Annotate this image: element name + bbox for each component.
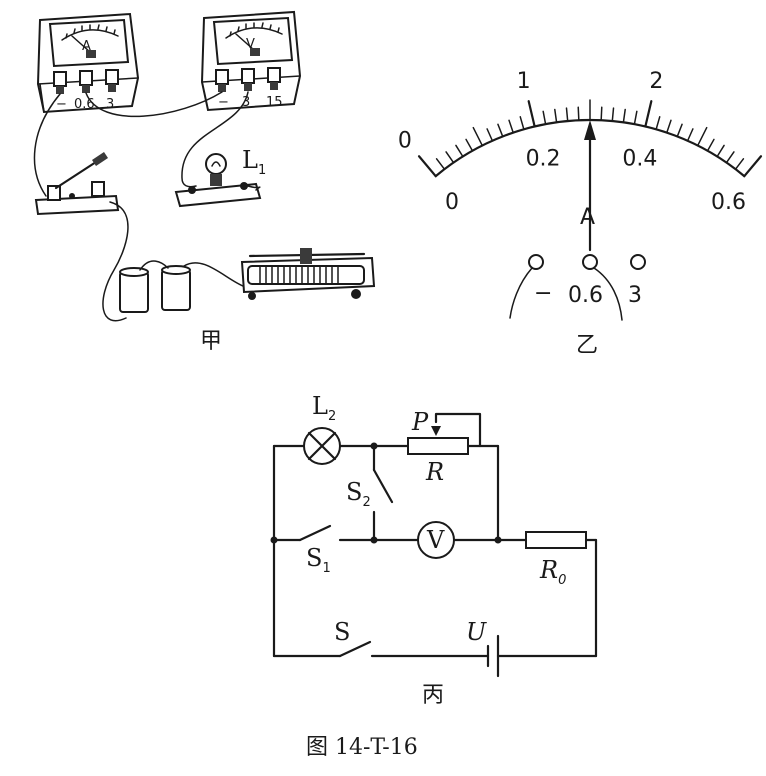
ammeter-terminal-3: 3 bbox=[106, 97, 114, 112]
dial-outer-label: 2 bbox=[649, 69, 663, 94]
dial-minor-tick bbox=[455, 144, 464, 158]
lamp-l2 bbox=[303, 427, 341, 465]
dial-minor-tick bbox=[565, 107, 569, 122]
l2-label: L2 bbox=[312, 392, 336, 424]
dial-major-tick bbox=[743, 155, 763, 178]
dial-minor-tick bbox=[465, 138, 474, 152]
dial-terminal-06 bbox=[582, 254, 598, 270]
dial-minor-tick bbox=[734, 158, 745, 170]
dial-minor-tick bbox=[577, 106, 580, 122]
dial-minor-tick bbox=[472, 126, 484, 147]
dial-minor-tick bbox=[655, 116, 661, 131]
dial-outer-label: 1 bbox=[517, 69, 531, 94]
dial-minor-tick bbox=[622, 108, 626, 124]
v-label: V bbox=[426, 526, 445, 554]
dial-meter-symbol: A bbox=[580, 205, 595, 230]
dial-minor-tick bbox=[445, 151, 455, 164]
voltmeter-device: V − 3 15 bbox=[200, 10, 302, 112]
dial-term-label-3: 3 bbox=[628, 283, 642, 308]
dial-inner-label: 0.2 bbox=[526, 147, 561, 172]
dial-inner-label: 0.4 bbox=[622, 147, 657, 172]
s-label: S bbox=[334, 618, 350, 646]
dial-outer-label: 0 bbox=[398, 128, 412, 153]
dial-minor-tick bbox=[519, 116, 525, 131]
wire-switch-battery bbox=[102, 201, 129, 322]
dial-terminal-3 bbox=[630, 254, 646, 270]
rheostat-r bbox=[407, 437, 469, 455]
switch-s1-blade bbox=[298, 524, 332, 542]
dial-minor-tick bbox=[725, 151, 735, 164]
s2-label: S2 bbox=[346, 478, 371, 510]
rheostat-slider-wire bbox=[434, 412, 482, 448]
dial-major-tick bbox=[417, 155, 437, 178]
dial-term-label-neg: − bbox=[534, 281, 552, 306]
p-label: P bbox=[411, 408, 429, 436]
dial-minor-tick bbox=[676, 123, 683, 138]
dial-minor-tick bbox=[696, 126, 708, 147]
r0-label: R0 bbox=[539, 556, 566, 588]
dial-minor-tick bbox=[497, 123, 504, 138]
wire-ammeter-switch bbox=[33, 93, 61, 197]
dial-inner-label: 0.6 bbox=[711, 190, 746, 215]
ammeter-symbol: A bbox=[82, 39, 91, 54]
voltmeter-terminal-3: 3 bbox=[242, 95, 250, 110]
pointer-arrow-icon bbox=[584, 120, 596, 140]
dial-term-label-06: 0.6 bbox=[568, 283, 603, 308]
ammeter-device: A − 0.6 3 bbox=[36, 12, 140, 114]
battery-pair bbox=[119, 260, 191, 313]
panel-jia-label: 甲 bbox=[200, 329, 222, 354]
dial-minor-tick bbox=[706, 138, 715, 152]
dial-minor-tick bbox=[554, 108, 558, 124]
dial-minor-tick bbox=[508, 119, 514, 134]
panel-bing: L2 P R S2 S1 V R0 bbox=[270, 392, 598, 708]
panel-bing-label: 丙 bbox=[422, 683, 444, 708]
slider-arrow-icon bbox=[431, 426, 441, 436]
panel-yi: 012300.20.40.6 A − 0.6 3 乙 bbox=[398, 69, 763, 358]
switch-s2-blade bbox=[372, 468, 394, 504]
ammeter-terminal-06: 0.6 bbox=[74, 97, 95, 112]
voltmeter-symbol: V bbox=[246, 37, 255, 52]
s1-label: S1 bbox=[306, 544, 331, 576]
wire-voltmeter-lamp bbox=[181, 91, 249, 188]
panel-yi-label: 乙 bbox=[576, 333, 598, 358]
dial-terminal-neg bbox=[528, 254, 544, 270]
resistor-r0 bbox=[525, 531, 587, 549]
dial-minor-tick bbox=[486, 128, 494, 142]
panel-jia: A − 0.6 3 bbox=[33, 10, 376, 354]
dial-minor-tick bbox=[716, 144, 725, 158]
dial-inner-label: 0 bbox=[445, 190, 459, 215]
dial-minor-tick bbox=[633, 110, 638, 125]
u-label: U bbox=[466, 618, 487, 646]
lamp-l1-label: L1 bbox=[242, 146, 266, 178]
lamp-l1: L1 bbox=[174, 146, 266, 208]
dial-minor-tick bbox=[666, 119, 672, 134]
dial-wire-neg bbox=[509, 267, 533, 319]
voltmeter-terminal-neg: − bbox=[218, 95, 229, 110]
dial-major-tick bbox=[527, 100, 536, 128]
wire-ammeter-voltmeter bbox=[85, 91, 223, 118]
voltmeter-terminal-15: 15 bbox=[266, 95, 283, 110]
knife-switch bbox=[34, 152, 120, 216]
dial-minor-tick bbox=[435, 158, 446, 170]
sliding-rheostat bbox=[240, 248, 376, 300]
dial-wire-06 bbox=[593, 267, 623, 321]
dial-major-tick bbox=[644, 100, 653, 128]
dial-scale: 012300.20.40.6 bbox=[398, 69, 763, 215]
figure-caption: 图 14-T-16 bbox=[306, 735, 418, 760]
dial-minor-tick bbox=[686, 128, 694, 142]
ammeter-terminal-neg: − bbox=[56, 97, 67, 112]
switch-s-blade bbox=[338, 640, 372, 658]
dial-minor-tick bbox=[542, 110, 547, 125]
dial-minor-tick bbox=[600, 106, 603, 122]
dial-minor-tick bbox=[611, 107, 615, 122]
r-label: R bbox=[425, 458, 444, 486]
